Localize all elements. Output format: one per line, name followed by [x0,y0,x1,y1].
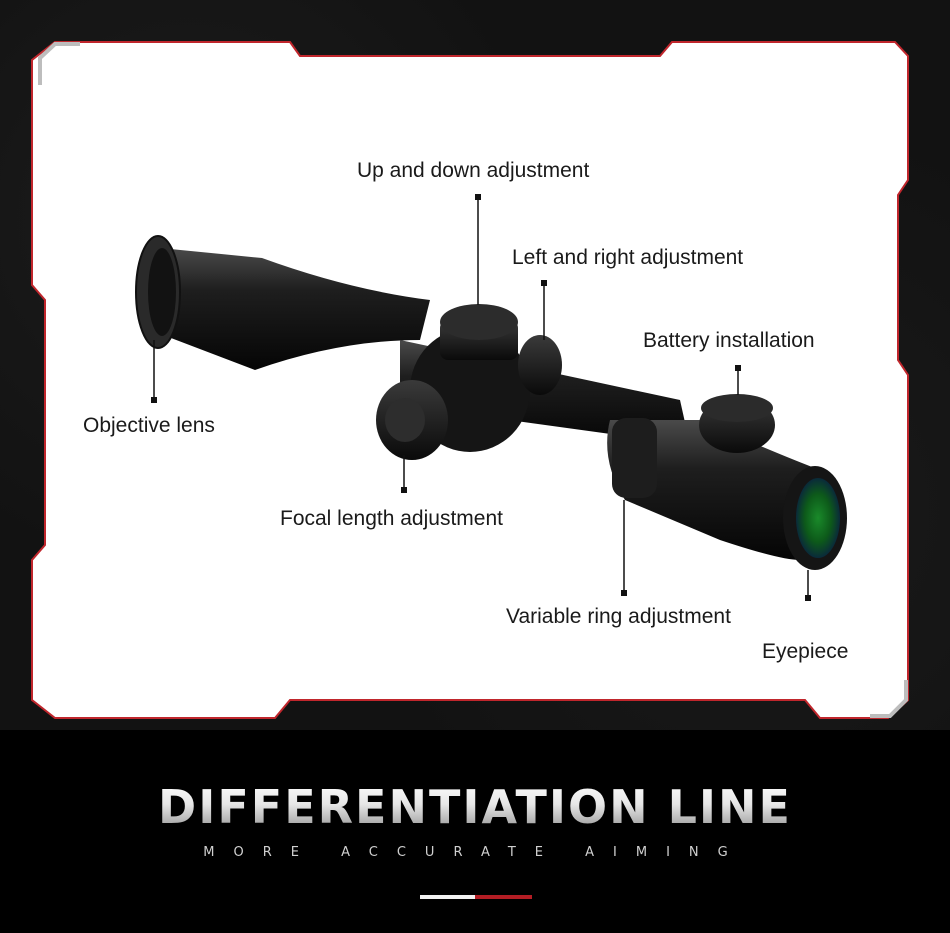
label-objective-lens: Objective lens [83,414,215,437]
dot-up-down [475,194,481,200]
divider-red [475,895,532,899]
divider-white [420,895,475,899]
headline: DIFFERENTIATION LINE [0,780,950,834]
label-battery-installation: Battery installation [643,329,815,352]
dot-battery [735,365,741,371]
dot-focal [401,487,407,493]
bottom-banner [0,730,950,933]
product-diagram [31,41,909,719]
label-up-down-adjustment: Up and down adjustment [357,159,590,182]
label-left-right-adjustment: Left and right adjustment [512,246,744,269]
rifle-scope [135,235,847,570]
dot-variable [621,590,627,596]
dot-objective [151,397,157,403]
dot-left-right [541,280,547,286]
dot-eyepiece [805,595,811,601]
label-focal-length-adjustment: Focal length adjustment [280,507,503,530]
corner-accent-top-left [38,42,80,85]
label-eyepiece: Eyepiece [762,640,849,663]
tagline: MORE ACCURATE AIMING [203,845,747,860]
corner-accent-bottom-right [870,680,908,718]
label-variable-ring-adjustment: Variable ring adjustment [506,605,731,628]
